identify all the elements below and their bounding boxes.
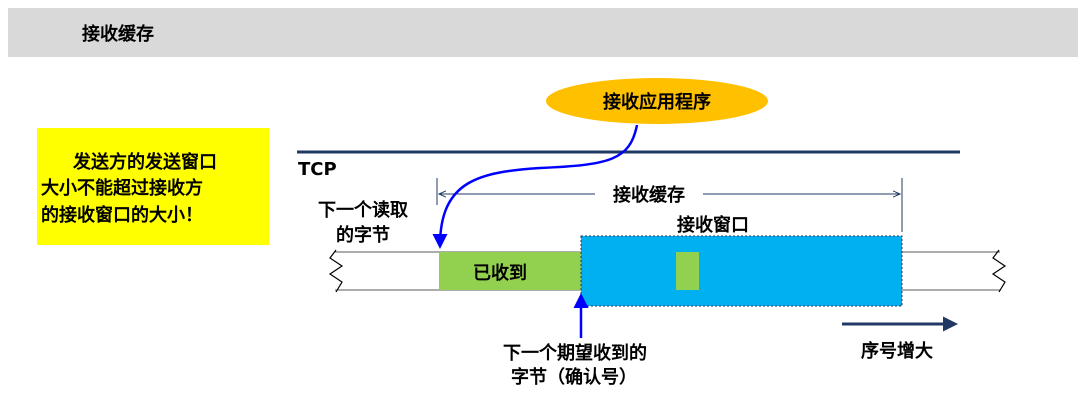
next-read-label-line-2: 的字节 [336, 224, 390, 246]
next-expected-label-line-1: 下一个期望收到的 [503, 342, 647, 364]
next-expected-label-line-2: 字节（确认号） [511, 366, 637, 388]
sequence-label: 序号增大 [861, 340, 933, 362]
buffer-label-bg [595, 183, 703, 205]
next-read-label-line-1: 下一个读取 [318, 199, 409, 221]
note-line-1: 发送方的发送窗口 [73, 152, 217, 173]
note-box: 发送方的发送窗口 大小不能超过接收方 的接收窗口的大小！ [37, 128, 269, 245]
header-bar [8, 8, 1078, 57]
right-break-mark [991, 249, 1007, 293]
received-label: 已收到 [473, 262, 527, 284]
buffer-label: 接收缓存 [613, 184, 685, 206]
out-of-order-segment [676, 252, 699, 290]
window-label: 接收窗口 [677, 214, 749, 236]
app-ellipse [546, 78, 768, 124]
note-line-2: 大小不能超过接收方 [41, 178, 203, 199]
note-line-3: 的接收窗口的大小！ [41, 205, 203, 226]
receive-window [580, 235, 903, 307]
left-break-mark [328, 249, 344, 293]
read-pointer-arrow [432, 124, 639, 249]
app-label: 接收应用程序 [603, 91, 711, 113]
tcp-label: TCP [298, 159, 337, 180]
page-title: 接收缓存 [82, 24, 154, 45]
received-segment [439, 252, 581, 290]
